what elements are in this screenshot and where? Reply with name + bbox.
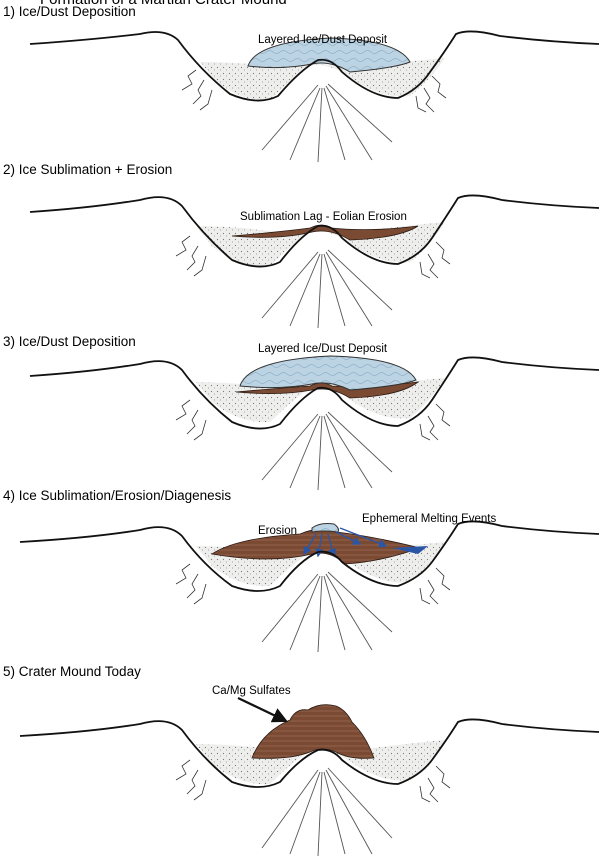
- panel-5: 5) Crater Mound Today Ca/Mg Sulfates: [0, 662, 599, 856]
- panel-1-annotation: Layered Ice/Dust Deposit: [258, 34, 388, 46]
- panel-5-step-label: 5) Crater Mound Today: [3, 664, 141, 679]
- panel-4-diagram: 4) Ice Sublimation/Erosion/Diagenesis: [0, 486, 599, 662]
- panel-4: 4) Ice Sublimation/Erosion/Diagenesis: [0, 486, 599, 662]
- panel-1-step-label: 1) Ice/Dust Deposition: [3, 4, 136, 19]
- panel-5-annotation: Ca/Mg Sulfates: [212, 685, 291, 697]
- panel-1: 1) Ice/Dust Deposition Layered Ice/Dust …: [0, 0, 599, 165]
- panel-5-diagram: 5) Crater Mound Today Ca/Mg Sulfates: [0, 662, 599, 856]
- panel-4-annotation-erosion: Erosion: [258, 525, 297, 537]
- panel-3-annotation: Layered Ice/Dust Deposit: [258, 343, 388, 355]
- sulfates-pointer-arrow: [238, 698, 284, 720]
- panel-4-step-label: 4) Ice Sublimation/Erosion/Diagenesis: [3, 488, 231, 503]
- panel-3-step-label: 3) Ice/Dust Deposition: [3, 334, 136, 349]
- panel-2-annotation: Sublimation Lag - Eolian Erosion: [240, 211, 407, 223]
- panel-4-annotation-melting: Ephemeral Melting Events: [362, 513, 496, 525]
- panel-2: 2) Ice Sublimation + Erosion Sublimation…: [0, 160, 599, 330]
- central-peak-rays: [262, 412, 392, 490]
- central-peak-rays: [262, 84, 392, 162]
- central-peak-rays: [262, 250, 392, 328]
- panel-1-diagram: 1) Ice/Dust Deposition Layered Ice/Dust …: [0, 0, 599, 165]
- panel-3-diagram: 3) Ice/Dust Deposition Layered Ice/Dust …: [0, 330, 599, 500]
- panel-2-step-label: 2) Ice Sublimation + Erosion: [3, 162, 172, 177]
- panel-3: 3) Ice/Dust Deposition Layered Ice/Dust …: [0, 330, 599, 500]
- ice-cap-remnant: [312, 524, 339, 533]
- panel-2-diagram: 2) Ice Sublimation + Erosion Sublimation…: [0, 160, 599, 330]
